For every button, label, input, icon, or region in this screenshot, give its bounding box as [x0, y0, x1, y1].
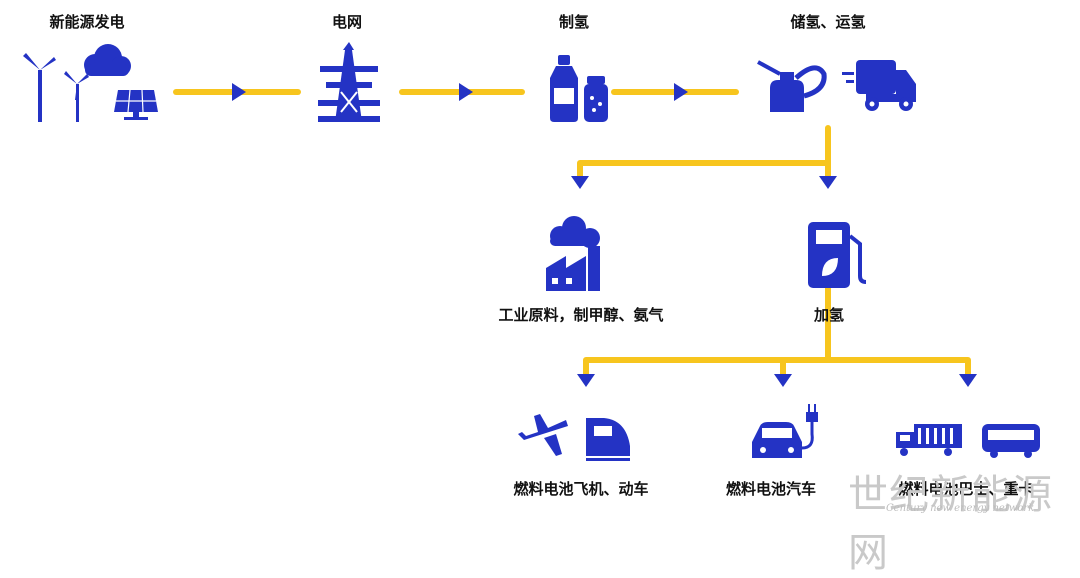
label-production: 制氢 [558, 13, 590, 31]
label-industry: 工业原料，制甲醇、氨气 [498, 306, 664, 324]
label-storage: 储氢、运氢 [790, 13, 866, 31]
hydrogen-flow-diagram [23, 42, 1040, 461]
heavy-truck-icon [896, 424, 962, 456]
airplane-icon [518, 414, 568, 456]
arrow-down-icon [959, 374, 977, 387]
wind-turbine-icon [23, 53, 89, 122]
arrow-right-icon [459, 83, 473, 101]
connector-storage-branch [577, 125, 831, 183]
arrow-down-icon [577, 374, 595, 387]
power-pylon-icon [318, 42, 380, 122]
arrow-right-icon [232, 83, 246, 101]
watermark-subtitle: Century new energy network [886, 503, 1035, 514]
cloud-icon [84, 44, 131, 76]
label-refuel: 加氢 [813, 306, 845, 324]
arrow-down-icon [819, 176, 837, 189]
train-icon [586, 418, 630, 461]
hydrogen-bottle-icon [550, 55, 608, 122]
hydrogen-pump-icon [808, 222, 867, 288]
connectors [173, 89, 971, 381]
solar-panel-icon [114, 89, 158, 120]
label-grid: 电网 [331, 13, 363, 31]
electric-car-icon [752, 404, 818, 458]
arrow-right-icon [674, 83, 688, 101]
label-aviation-rail: 燃料电池飞机、动车 [513, 480, 649, 498]
arrow-down-icon [571, 176, 589, 189]
factory-icon [546, 216, 600, 291]
bus-icon [982, 424, 1040, 458]
label-bus-truck: 燃料电池巴士、重卡 [898, 480, 1034, 498]
storage-tank-icon [757, 60, 827, 112]
arrow-down-icon [774, 374, 792, 387]
label-car: 燃料电池汽车 [725, 480, 817, 498]
delivery-truck-icon [842, 60, 916, 111]
arrows [232, 83, 977, 387]
label-renewable: 新能源发电 [49, 13, 125, 31]
connector-refuel-branch [583, 285, 971, 381]
watermark-title: 世纪新能源网 [848, 472, 1053, 576]
